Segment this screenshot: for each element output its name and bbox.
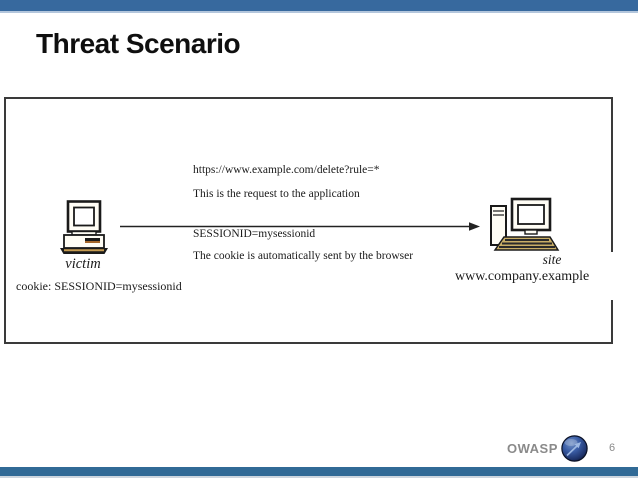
- bottom-accent-bar: [0, 467, 638, 476]
- victim-label: victim: [65, 256, 101, 272]
- request-arrow-icon: [120, 222, 480, 231]
- top-accent-bar: [0, 0, 638, 11]
- server-computer-icon: [488, 197, 560, 255]
- page-number: 6: [608, 442, 616, 454]
- request-url-text: https://www.example.com/delete?rule=*: [193, 164, 380, 176]
- threat-scenario-diagram-box: https://www.example.com/delete?rule=* Th…: [4, 97, 628, 344]
- request-caption-text: This is the request to the application: [193, 188, 360, 200]
- owasp-logo-icon: [561, 435, 588, 462]
- owasp-brand-label: OWASP: [507, 441, 558, 456]
- slide-title: Threat Scenario: [36, 28, 241, 59]
- victim-computer-icon: [58, 200, 110, 256]
- victim-cookie-note: cookie: SESSIONID=mysessionid: [16, 279, 182, 293]
- bottom-accent-line: [0, 476, 638, 478]
- cookie-caption-text: The cookie is automatically sent by the …: [193, 250, 414, 262]
- session-cookie-text: SESSIONID=mysessionid: [193, 228, 316, 240]
- site-label: site: [476, 252, 628, 270]
- site-hostname: www.company.example: [450, 266, 628, 300]
- slide-footer: OWASP 6: [0, 433, 638, 463]
- top-accent-line: [0, 11, 638, 13]
